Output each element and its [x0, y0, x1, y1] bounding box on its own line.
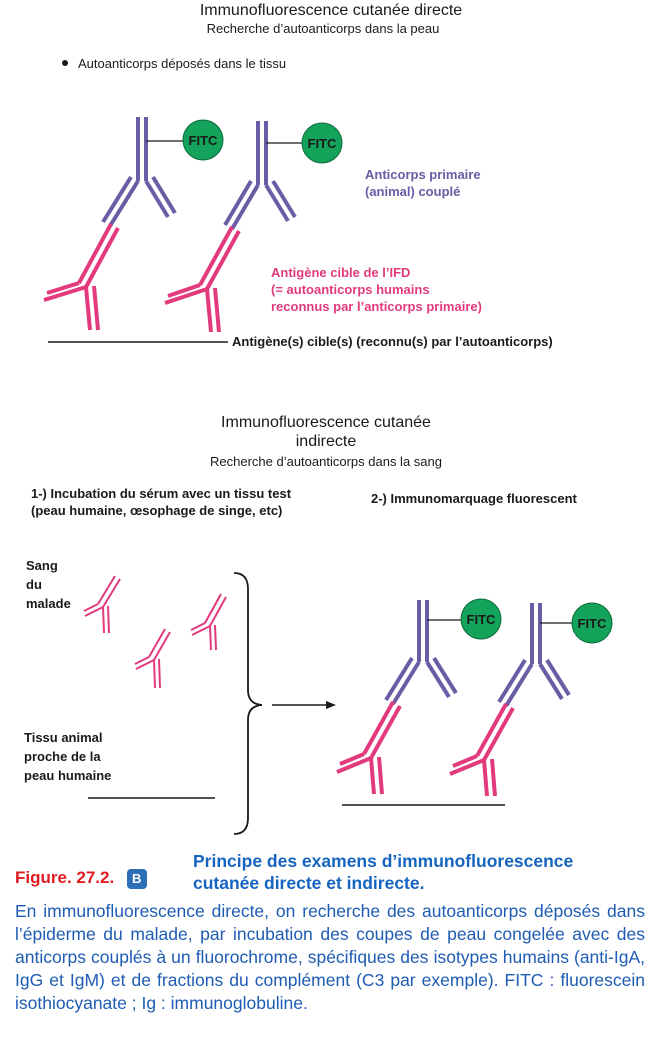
fitc-text-3: FITC: [467, 612, 496, 627]
fitc-label-2: FITC: [301, 122, 343, 164]
figure-label: Figure. 27.2.: [15, 868, 115, 887]
arrow-icon: [272, 701, 336, 709]
blood-label: Sang du malade: [26, 556, 71, 613]
caption-title: Principe des examens d’immunofluorescenc…: [193, 850, 573, 894]
step-1-label-line-2: (peau humaine, œsophage de singe, etc): [31, 503, 283, 518]
tissue-antigen-label: Antigène(s) cible(s) (reconnu(s) par l’a…: [232, 334, 553, 349]
direct-bullet-item: Autoanticorps déposés dans le tissu: [62, 56, 286, 71]
step-2-label: 2-) Immunomarquage fluorescent: [371, 491, 577, 506]
caption-body: En immunofluorescence directe, on recher…: [15, 901, 645, 1013]
brace: [233, 572, 263, 835]
level-badge: B: [126, 869, 147, 889]
fitc-label-1: FITC: [182, 119, 224, 161]
autoantibody-1: [43, 223, 120, 331]
blood-label-line-3: malade: [26, 596, 71, 611]
direct-title: Immunofluorescence cutanée directe: [199, 2, 463, 19]
primary-antibody-label-line-1: Anticorps primaire: [365, 167, 481, 182]
free-autoantibody-3: [134, 628, 171, 689]
antibody-complex-2: FITC: [164, 121, 343, 333]
direct-bullet-text: Autoanticorps déposés dans le tissu: [78, 56, 287, 71]
caption-title-line-2: cutanée directe et indirecte.: [193, 873, 425, 893]
test-tissue-label-line-1: Tissu animal: [24, 730, 103, 745]
test-tissue-label-line-2: proche de la: [24, 749, 101, 764]
fitc-text-1: FITC: [189, 133, 218, 148]
target-antigen-label: Antigène cible de l’IFD (= autoanticorps…: [271, 264, 482, 315]
primary-antibody-3: [384, 600, 458, 706]
step-1-label: 1-) Incubation du sérum avec un tissu te…: [31, 485, 291, 519]
autoantibody-3: [336, 701, 402, 795]
indirect-title: Immunofluorescence cutanée indirecte: [0, 413, 652, 451]
target-antigen-label-line-1: Antigène cible de l’IFD: [271, 265, 411, 280]
autoantibody-4: [449, 703, 515, 797]
fitc-text-2: FITC: [308, 136, 337, 151]
indirect-title-line-2: indirecte: [295, 433, 357, 450]
fitc-label-3: FITC: [460, 598, 502, 640]
test-tissue-label-line-3: peau humaine: [24, 768, 112, 783]
antibody-complex-1: FITC: [43, 117, 224, 331]
indirect-title-line-1: Immunofluorescence cutanée: [221, 414, 431, 431]
autoantibody-2: [164, 226, 241, 333]
bullet-icon: [62, 59, 68, 66]
primary-antibody-1: [101, 117, 177, 228]
caption-title-line-1: Principe des examens d’immunofluorescenc…: [193, 851, 574, 871]
blood-label-line-2: du: [26, 577, 42, 592]
primary-antibody-4: [497, 603, 571, 708]
free-autoantibody-1: [83, 575, 121, 634]
test-tissue-label: Tissu animal proche de la peau humaine: [24, 728, 111, 785]
blood-label-line-1: Sang: [26, 558, 58, 573]
target-antigen-label-line-2: (= autoanticorps humains: [271, 282, 430, 297]
primary-antibody-label-line-2: (animal) couplé: [365, 184, 461, 199]
free-autoantibody-2: [190, 593, 227, 651]
figure-label-group: Figure. 27.2. B: [15, 868, 147, 889]
primary-antibody-label: Anticorps primaire (animal) couplé: [365, 166, 481, 200]
fitc-label-4: FITC: [571, 602, 613, 644]
step-1-label-line-1: 1-) Incubation du sérum avec un tissu te…: [31, 486, 292, 501]
indirect-subtitle: Recherche d’autoanticorps dans la sang: [210, 454, 442, 469]
direct-subtitle: Recherche d’autoanticorps dans la peau: [206, 21, 440, 36]
target-antigen-label-line-3: reconnus par l’anticorps primaire): [271, 299, 482, 314]
primary-antibody-2: [223, 121, 297, 231]
antibody-complex-3: FITC: [336, 598, 502, 795]
fitc-text-4: FITC: [578, 616, 607, 631]
antibody-complex-4: FITC: [449, 602, 613, 797]
